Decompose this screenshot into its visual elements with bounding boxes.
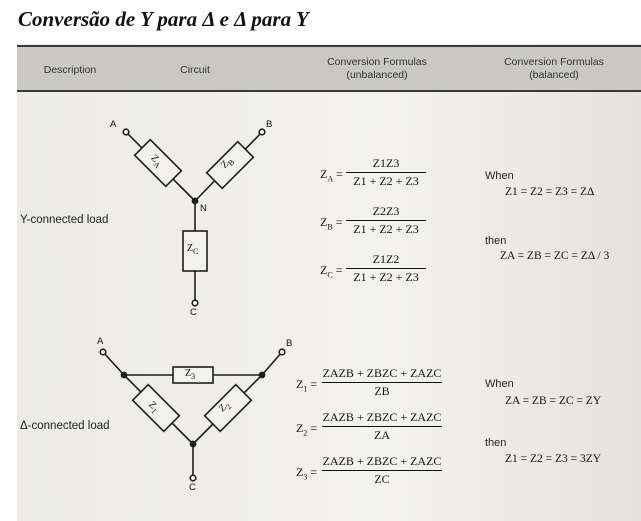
d-f1-den: ZB [374, 384, 390, 398]
delta-node-a [120, 371, 128, 379]
delta-impedance-3-box [172, 366, 214, 384]
y-f1-bar [346, 172, 426, 173]
y-zc-text: Z [187, 243, 194, 254]
delta-node-c [189, 440, 197, 448]
y-f2-num: Z2Z3 [372, 204, 400, 218]
delta-pin-b-label: B [286, 338, 293, 349]
table-top-rule [17, 45, 641, 47]
delta-row-description: Δ-connected load [20, 420, 110, 432]
delta-formula-3-lhs: Z3 = [296, 465, 318, 482]
y-impedance-a-box [133, 138, 183, 188]
y-f1-den: Z1 + Z2 + Z3 [353, 174, 419, 188]
delta-impedance-3-label: Z3 [185, 368, 195, 381]
y-impedance-c-label: ZC [187, 243, 198, 256]
d-f2-den: ZA [374, 428, 390, 442]
delta-pin-c-label: C [189, 482, 196, 493]
delta-balanced-result: Z1 = Z2 = Z3 = 3ZY [505, 453, 602, 465]
header-formulas-balanced: Conversion Formulas (balanced) [484, 56, 624, 82]
delta-formula-1-lhs: Z1 = [296, 377, 318, 394]
table-header-band [17, 47, 641, 91]
delta-formula-2-fraction: ZAZB + ZBZC + ZAZC ZA [322, 410, 442, 443]
y-formula-1-lhs: ZA = [320, 167, 343, 184]
d-f2-lhs: Z [296, 421, 304, 435]
d-f3-lhs-sub: 3 [303, 472, 308, 482]
delta-terminal-c [189, 474, 197, 482]
y-formula-2-fraction: Z2Z3 Z1 + Z2 + Z3 [346, 204, 426, 237]
y-pin-n-label: N [200, 203, 207, 214]
delta-lead-b [261, 351, 283, 376]
y-balanced-when: When [485, 170, 514, 182]
header-formulas-unbalanced: Conversion Formulas (unbalanced) [312, 56, 442, 82]
scanned-table-background [17, 44, 641, 521]
d-f2-lhs-sub: 2 [303, 428, 308, 438]
header-formulas-balanced-line1: Conversion Formulas [504, 56, 604, 68]
y-f2-lhs-sub: B [327, 222, 333, 232]
d-f1-bar [322, 382, 442, 383]
d-f1-lhs-sub: 1 [303, 384, 308, 394]
y-f1-lhs: Z [320, 167, 328, 181]
y-terminal-a [122, 128, 130, 136]
delta-impedance-2-box [203, 383, 253, 433]
y-terminal-b [258, 128, 266, 136]
header-formulas-unbalanced-line1: Conversion Formulas [327, 56, 427, 68]
y-f3-den: Z1 + Z2 + Z3 [353, 270, 419, 284]
y-f3-num: Z1Z2 [372, 252, 400, 266]
d-f2-bar [322, 426, 442, 427]
delta-formula-3-fraction: ZAZB + ZBZC + ZAZC ZC [322, 454, 442, 487]
d-f1-num: ZAZB + ZBZC + ZAZC [322, 366, 442, 380]
delta-terminal-b [278, 348, 286, 356]
y-row-description: Y-connected load [20, 214, 109, 226]
y-balanced-then: then [485, 235, 507, 247]
header-description: Description [43, 64, 97, 76]
delta-balanced-condition: ZA = ZB = ZC = ZY [505, 395, 602, 407]
y-f2-den: Z1 + Z2 + Z3 [353, 222, 419, 236]
y-f1-num: Z1Z3 [372, 156, 400, 170]
y-formula-3-lhs: ZC = [320, 263, 343, 280]
d-f3-lhs: Z [296, 465, 304, 479]
y-terminal-c [191, 299, 199, 307]
y-f2-bar [346, 220, 426, 221]
y-f1-lhs-sub: A [327, 174, 334, 184]
delta-formula-1-fraction: ZAZB + ZBZC + ZAZC ZB [322, 366, 442, 399]
header-formulas-unbalanced-line2: (unbalanced) [346, 69, 408, 81]
y-formula-3-fraction: Z1Z2 Z1 + Z2 + Z3 [346, 252, 426, 285]
header-formulas-balanced-line2: (balanced) [529, 69, 579, 81]
delta-balanced-then: then [485, 437, 507, 449]
y-node-n [191, 197, 199, 205]
delta-lead-a [102, 351, 125, 376]
y-pin-c-label: C [190, 307, 197, 318]
delta-node-b [258, 371, 266, 379]
y-f3-lhs: Z [320, 263, 328, 277]
delta-z3-sub: 3 [191, 372, 196, 381]
y-f3-bar [346, 268, 426, 269]
header-circuit: Circuit [180, 64, 210, 76]
y-zc-sub: C [193, 247, 199, 256]
y-f2-lhs: Z [320, 215, 328, 229]
delta-z3-text: Z [185, 368, 192, 379]
y-pin-a-label: A [110, 119, 117, 130]
y-balanced-condition: Z1 = Z2 = Z3 = ZΔ [505, 186, 595, 198]
d-f3-num: ZAZB + ZBZC + ZAZC [322, 454, 442, 468]
page-title: Conversão de Y para Δ e Δ para Y [18, 7, 309, 31]
y-formula-2-lhs: ZB = [320, 215, 343, 232]
y-f3-lhs-sub: C [327, 270, 333, 280]
y-impedance-b-box [205, 140, 255, 190]
d-f3-bar [322, 470, 442, 471]
delta-pin-a-label: A [97, 336, 104, 347]
delta-terminal-a [99, 348, 107, 356]
delta-impedance-1-box [131, 383, 181, 433]
delta-formula-2-lhs: Z2 = [296, 421, 318, 438]
y-pin-b-label: B [266, 119, 273, 130]
table-header-rule [17, 90, 641, 92]
d-f1-lhs: Z [296, 377, 304, 391]
y-formula-1-fraction: Z1Z3 Z1 + Z2 + Z3 [346, 156, 426, 189]
y-balanced-result: ZA = ZB = ZC = ZΔ / 3 [500, 250, 610, 262]
d-f2-num: ZAZB + ZBZC + ZAZC [322, 410, 442, 424]
d-f3-den: ZC [374, 472, 390, 486]
y-impedance-c-box [182, 230, 208, 272]
delta-balanced-when: When [485, 378, 514, 390]
